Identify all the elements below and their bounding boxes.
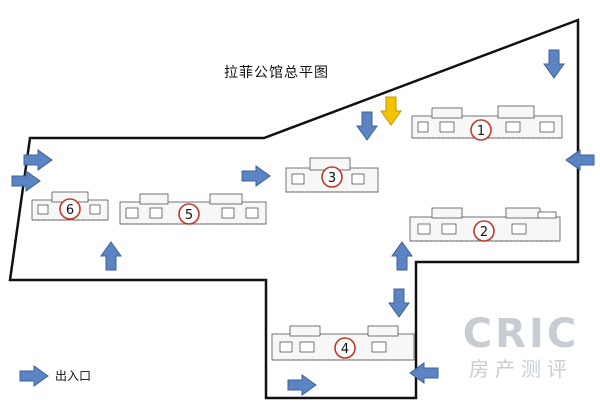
- marker-2: 2: [473, 220, 495, 242]
- marker-1: 1: [470, 119, 492, 141]
- marker-1-label: 1: [477, 124, 485, 139]
- entrance-arrow-icon: [11, 170, 41, 192]
- marker-3-label: 3: [328, 171, 336, 186]
- marker-6-label: 6: [66, 203, 74, 218]
- entrance-arrow-icon: [241, 165, 271, 187]
- entrance-arrow-icon: [100, 241, 122, 271]
- marker-2-label: 2: [480, 225, 488, 240]
- entrance-arrow-icon: [391, 241, 413, 271]
- plan-title: 拉菲公馆总平图: [224, 65, 329, 81]
- main-entrance-arrow-icon: [380, 96, 402, 126]
- marker-6: 6: [59, 198, 81, 220]
- entrance-arrow-icon: [356, 111, 378, 141]
- legend-label: 出入口: [55, 369, 92, 383]
- entrance-arrow-icon: [565, 149, 595, 171]
- marker-4: 4: [334, 337, 356, 359]
- marker-3: 3: [321, 166, 343, 188]
- marker-5: 5: [178, 203, 200, 225]
- entrance-arrow-icon: [409, 362, 439, 384]
- legend-arrow-icon: [19, 365, 49, 387]
- entrance-arrow-icon: [388, 288, 410, 318]
- entrance-arrow-icon: [543, 49, 565, 79]
- marker-4-label: 4: [341, 342, 349, 357]
- entrance-arrow-icon: [287, 374, 317, 396]
- marker-5-label: 5: [185, 208, 193, 223]
- site-boundary: [8, 18, 580, 400]
